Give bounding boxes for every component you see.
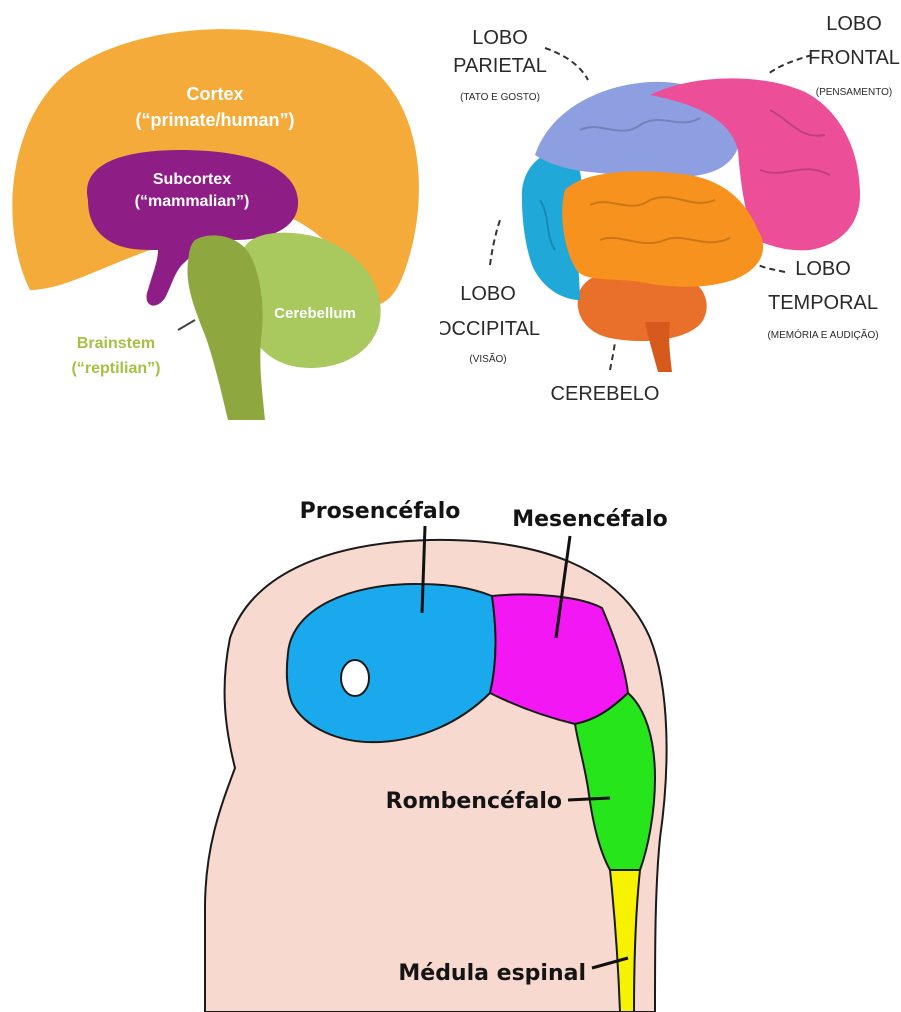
parietal-label-2: PARIETAL — [453, 55, 547, 77]
prosencefalo-ventricle — [341, 660, 369, 696]
occipital-label-3: (VISÃO) — [469, 352, 506, 365]
cortex-label-2: (“primate/human”) — [135, 110, 294, 130]
triune-brain-diagram: Cortex (“primate/human”) Subcortex (“mam… — [0, 0, 430, 420]
cerebelo-label: CEREBELO — [551, 342, 660, 405]
occipital-label: LOBO OCCIPITAL (VISÃO) — [440, 220, 540, 365]
subcortex-label-2: (“mammalian”) — [135, 193, 250, 210]
frontal-label-2: FRONTAL — [808, 47, 900, 69]
brain-lobes-diagram: LOBO PARIETAL (TATO E GOSTO) LOBO FRONTA… — [440, 0, 901, 420]
occipital-label-1: LOBO — [460, 283, 516, 305]
frontal-label-1: LOBO — [826, 13, 882, 35]
cerebelo-label-text: CEREBELO — [551, 383, 660, 405]
prosencefalo-label: Prosencéfalo — [300, 499, 461, 524]
occipital-label-2: OCCIPITAL — [440, 318, 540, 340]
brainstem-shape — [645, 322, 672, 372]
temporal-lobe — [562, 171, 763, 286]
brainstem-label-2: (“reptilian”) — [72, 360, 161, 377]
brainstem-region — [187, 235, 265, 420]
subcortex-label-1: Subcortex — [153, 171, 231, 188]
rombencefalo-label: Rombencéfalo — [386, 789, 562, 814]
temporal-label-1: LOBO — [795, 258, 851, 280]
temporal-label: LOBO TEMPORAL (MEMÓRIA E AUDIÇÃO) — [758, 258, 879, 341]
cortex-label-1: Cortex — [186, 84, 243, 104]
temporal-label-2: TEMPORAL — [768, 292, 878, 314]
parietal-label-1: LOBO — [472, 27, 528, 49]
frontal-label-3: (PENSAMENTO) — [816, 87, 893, 98]
mesencefalo-label: Mesencéfalo — [512, 507, 668, 532]
frontal-label: LOBO FRONTAL (PENSAMENTO) — [768, 13, 900, 98]
parietal-label: LOBO PARIETAL (TATO E GOSTO) — [453, 27, 588, 103]
temporal-label-3: (MEMÓRIA E AUDIÇÃO) — [767, 328, 878, 341]
medula-label: Médula espinal — [398, 961, 586, 986]
parietal-label-3: (TATO E GOSTO) — [460, 92, 540, 103]
cerebellum-label: Cerebellum — [274, 305, 356, 322]
brainstem-label-1: Brainstem — [77, 335, 155, 352]
embryo-brain-diagram: Prosencéfalo Mesencéfalo Rombencéfalo Mé… — [200, 488, 680, 1012]
